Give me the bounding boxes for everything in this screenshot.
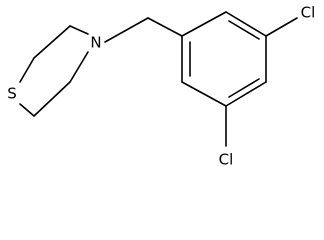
bond-ar2-ar3 <box>225 11 267 37</box>
bond-ar5-ar6 <box>181 81 227 107</box>
chlorine-bottom-atom-label: Cl <box>219 151 234 169</box>
bond-c4-s <box>19 103 35 117</box>
bond-n-ch2 <box>104 17 149 43</box>
molecule-structure: S N Cl Cl <box>7 4 316 169</box>
bond-c1-c2 <box>33 25 71 59</box>
bond-ar3-cl-top <box>265 17 298 37</box>
aromatic-inner-bond-3 <box>228 78 260 98</box>
bond-c2-n <box>69 25 89 35</box>
sulfur-atom-label: S <box>7 85 17 103</box>
chlorine-top-atom-label: Cl <box>301 4 316 22</box>
molecule-canvas: S N Cl Cl <box>7 3 316 169</box>
bond-ar1-ar2 <box>181 11 227 37</box>
bond-n-c3 <box>69 51 89 83</box>
bond-ch2-c1aryl <box>147 17 183 37</box>
bond-c3-c4 <box>33 81 71 117</box>
aromatic-inner-bond-2 <box>228 20 260 40</box>
nitrogen-atom-label: N <box>90 34 101 52</box>
bond-s-c1 <box>19 57 35 83</box>
bond-ar4-ar5 <box>225 81 267 107</box>
